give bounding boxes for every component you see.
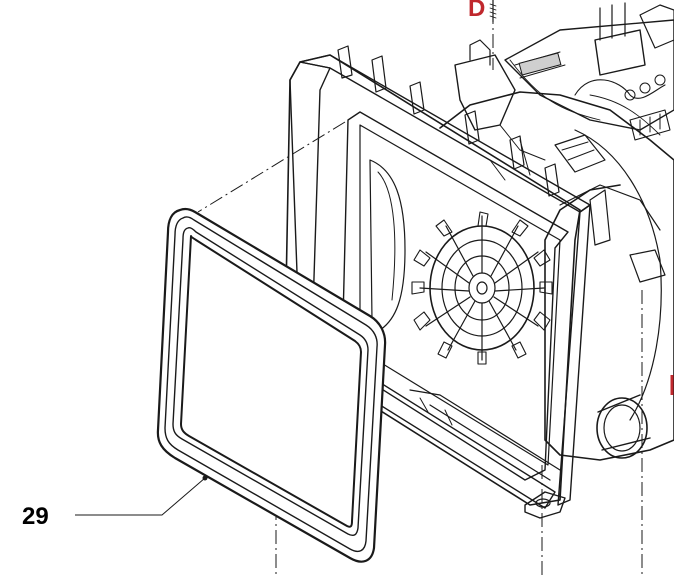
callout-29-leader	[75, 475, 208, 516]
fan-grille	[411, 211, 553, 365]
blower-housing	[439, 91, 674, 461]
gasket-part-29	[156, 207, 387, 563]
callout-label-29: 29	[22, 503, 49, 530]
callout-label-d: D	[468, 0, 485, 22]
control-board	[454, 0, 674, 141]
